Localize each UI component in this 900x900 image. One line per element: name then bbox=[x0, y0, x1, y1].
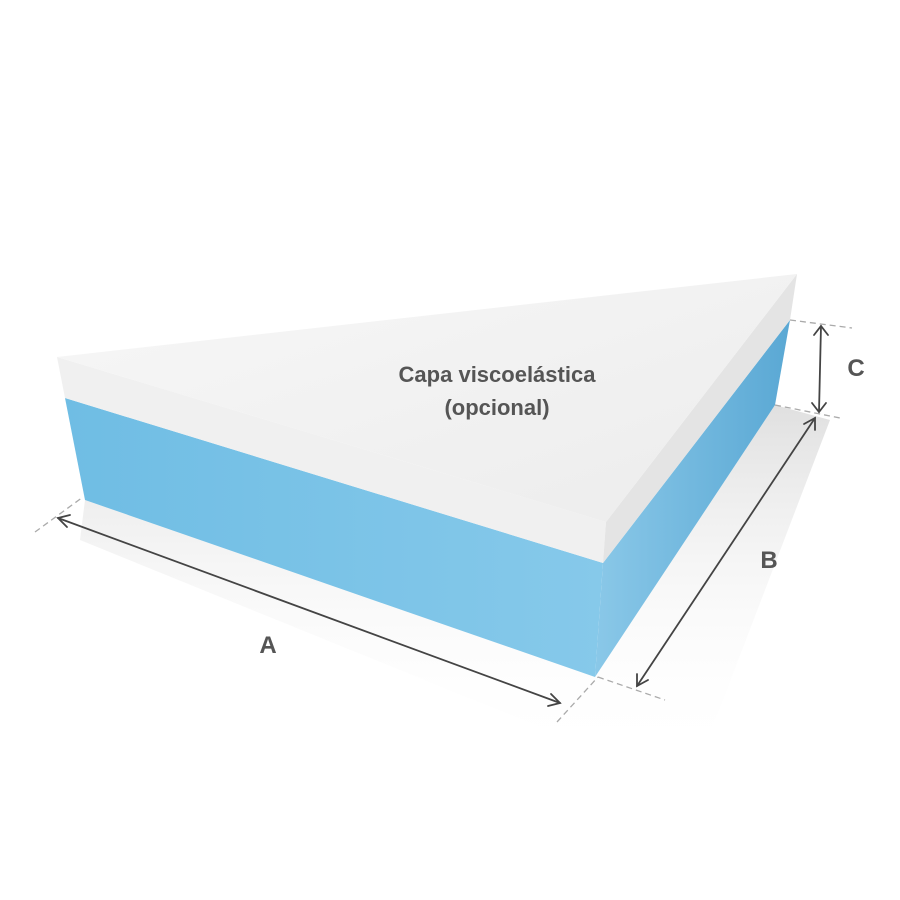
viscoelastic-layer-top-face bbox=[57, 274, 797, 522]
viscoelastic-layer-side-face bbox=[603, 274, 797, 563]
layer-label-line2: (opcional) bbox=[444, 395, 549, 420]
dimension-c-label: C bbox=[847, 355, 864, 382]
dimension-a-label: A bbox=[259, 632, 276, 659]
dimension-c-arrow bbox=[811, 324, 829, 414]
foam-base-front-face bbox=[65, 398, 603, 677]
dimension-b-label: B bbox=[760, 547, 777, 574]
floor-shadow bbox=[80, 405, 830, 760]
foam-base-side-face bbox=[595, 320, 790, 677]
layer-label-line1: Capa viscoelástica bbox=[399, 362, 597, 387]
viscoelastic-layer-front-face bbox=[57, 357, 606, 563]
dimension-b-arrow bbox=[636, 416, 816, 688]
dimension-a-arrow bbox=[56, 514, 562, 707]
extension-lines bbox=[34, 319, 853, 723]
